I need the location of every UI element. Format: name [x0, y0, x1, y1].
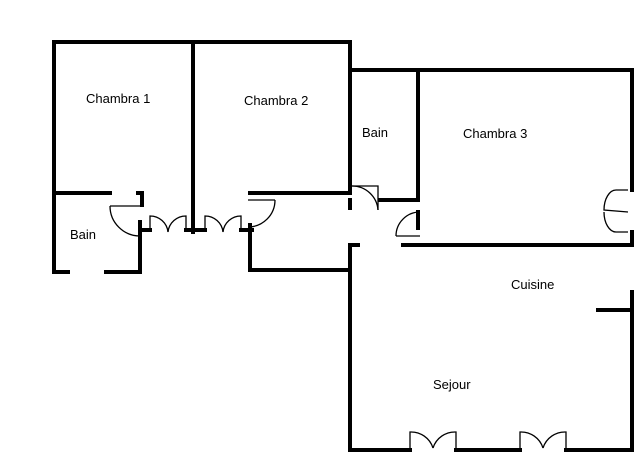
door-swing-bain-top: [351, 185, 379, 211]
door-sejour-a-leaf-a: [409, 431, 434, 449]
room-label-bain-left: Bain: [70, 227, 97, 242]
doors: [109, 185, 629, 449]
room-label-cuisine: Cuisine: [511, 277, 555, 292]
room-label-chambre2: Chambra 2: [244, 93, 309, 108]
room-label-bain-top: Bain: [362, 125, 389, 140]
door-chambre1-leaf-b: [167, 215, 187, 233]
door-chambre3-east-leaf-b: [603, 211, 628, 233]
door-sejour-a-leaf-b: [432, 431, 457, 449]
door-swing-chambre3: [395, 211, 421, 237]
room-label-chambre3: Chambra 3: [463, 126, 528, 141]
door-sejour-b-leaf-a: [519, 431, 544, 449]
wall-chambre1-stub: [136, 191, 144, 207]
door-chambre2-leaf-a: [204, 215, 224, 233]
wall-bain-south-left: [104, 220, 142, 274]
wall-sejour-south-east: [564, 290, 634, 452]
door-chambre1-leaf-a: [149, 215, 169, 233]
door-chambre2-leaf-b: [222, 215, 242, 233]
wall-corridor-west: [248, 223, 352, 272]
door-swing-chambre2: [247, 199, 276, 228]
wall-west: [52, 40, 70, 274]
room-label-chambre1: Chambra 1: [86, 91, 151, 106]
wall-sejour-west-south: [348, 243, 412, 452]
wall-north-right-block: [348, 68, 634, 192]
walls: [52, 40, 634, 452]
door-leaf-bain-top: [352, 185, 379, 210]
door-sejour-b-leaf-b: [542, 431, 567, 449]
wall-north-left-block: [52, 40, 352, 72]
room-label-sejour: Sejour: [433, 377, 471, 392]
door-swing-bain-left: [109, 205, 141, 237]
door-chambre3-east-leaf-a: [603, 189, 629, 213]
